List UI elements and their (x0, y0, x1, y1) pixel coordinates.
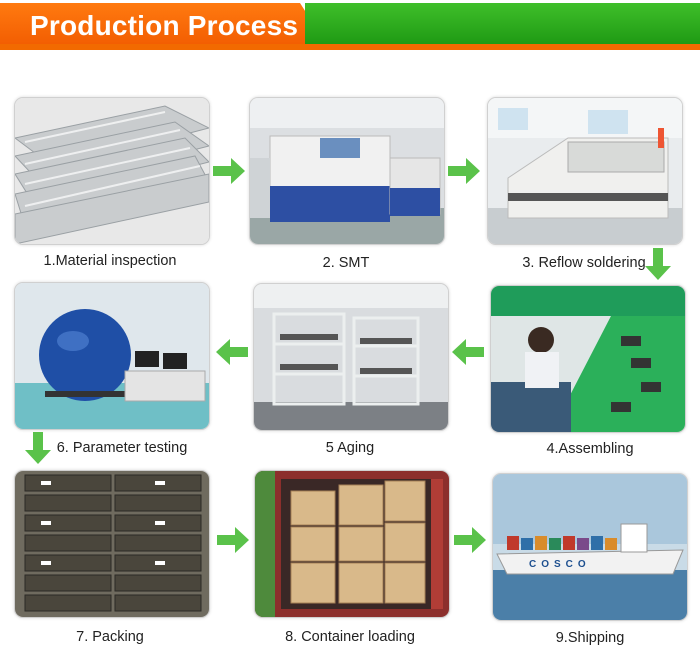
step-label-6: 6. Parameter testing (56, 440, 188, 456)
step-image-shipping: COSCO (492, 473, 688, 621)
step-label-8: 8. Container loading (285, 629, 415, 645)
step-label-4: 4.Assembling (546, 441, 634, 457)
ship-hull-text: COSCO (529, 559, 591, 570)
step-label-9: 9.Shipping (555, 630, 625, 646)
step-image-material-inspection (14, 97, 210, 245)
arrow-down-icon (645, 248, 671, 280)
arrow-left-icon (452, 339, 484, 365)
step-label-1: 1.Material inspection (43, 253, 177, 269)
banner-underline (0, 44, 700, 50)
arrow-right-icon (217, 527, 249, 553)
step-label-5: 5 Aging (325, 440, 375, 456)
banner-green-band (305, 3, 700, 44)
step-label-3: 3. Reflow soldering (522, 255, 646, 271)
arrow-right-icon (448, 158, 480, 184)
banner-orange-band (0, 3, 330, 50)
header-banner: Production Process (0, 0, 700, 52)
step-image-packing (14, 470, 210, 618)
step-image-parameter-testing (14, 282, 210, 430)
step-image-reflow-soldering (487, 97, 683, 245)
arrow-right-icon (213, 158, 245, 184)
step-image-aging (253, 283, 449, 431)
arrow-right-icon (454, 527, 486, 553)
step-image-smt (249, 97, 445, 245)
arrow-down-icon (25, 432, 51, 464)
step-label-2: 2. SMT (322, 255, 370, 271)
step-image-assembling (490, 285, 686, 433)
arrow-left-icon (216, 339, 248, 365)
step-image-container-loading (254, 470, 450, 618)
page-title: Production Process (30, 10, 299, 41)
step-label-7: 7. Packing (76, 629, 144, 645)
